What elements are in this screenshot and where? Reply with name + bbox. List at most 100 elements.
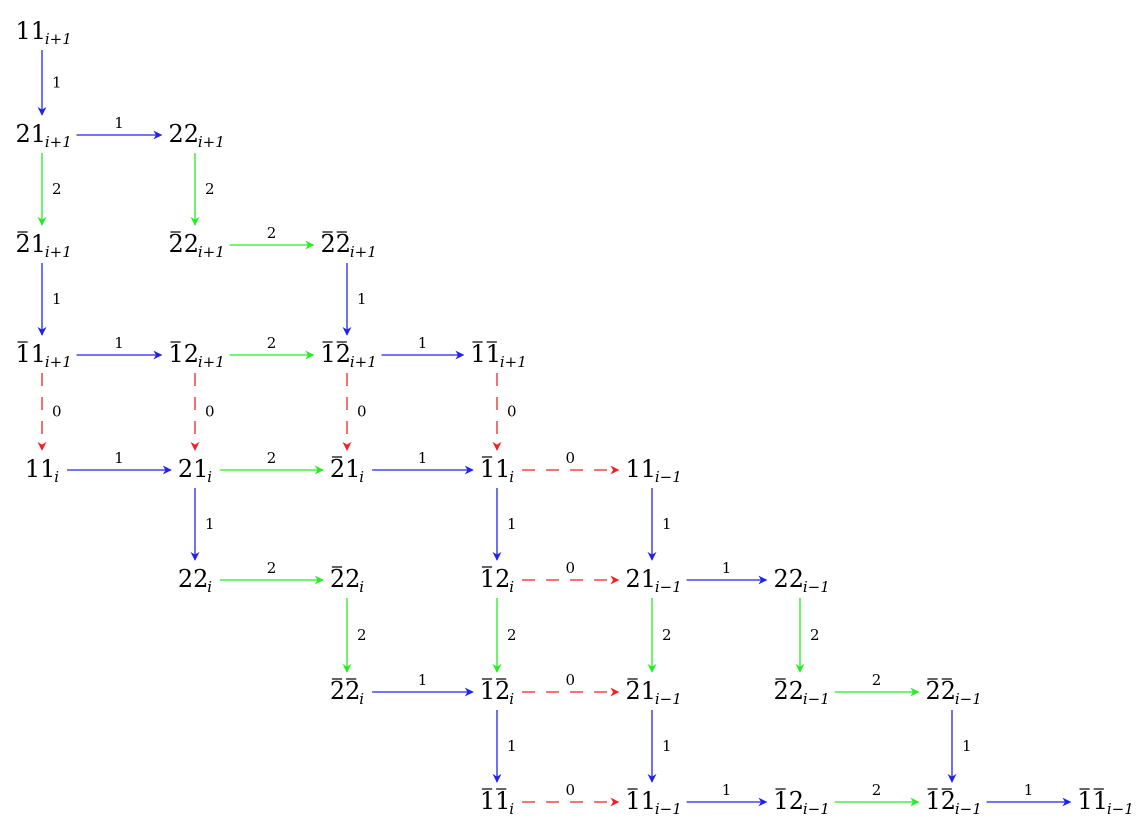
edge-b21-im1-to-b11-im1: 1 <box>647 710 672 783</box>
node-subscript: i−1 <box>803 690 830 708</box>
node-label: 11 <box>480 787 511 815</box>
node-bb22-i: 22i <box>330 677 364 708</box>
edge-label: 0 <box>566 781 576 799</box>
node-subscript: i−1 <box>655 468 682 486</box>
edge-b22-im1-to-bb22-im1: 2 <box>834 671 920 697</box>
node-b22-im1: 22i−1 <box>773 677 829 708</box>
edge-21-im1-to-22-im1: 1 <box>686 559 768 585</box>
edge-bb12-i-to-bb11-i: 1 <box>492 710 517 783</box>
node-subscript: i+1 <box>45 243 72 261</box>
node-label: 12 <box>320 340 351 368</box>
edge-label: 1 <box>418 334 428 352</box>
node-bb22-im1: 22i−1 <box>925 677 981 708</box>
node-label: 11 <box>470 340 501 368</box>
edge-bb12-i-to-b21-im1: 0 <box>522 671 620 697</box>
node-b12-i: 12i <box>480 565 514 596</box>
edge-label: 0 <box>566 559 576 577</box>
node-label: 21 <box>178 455 209 483</box>
edge-label: 1 <box>507 737 517 755</box>
edge-label: 2 <box>810 626 820 644</box>
node-subscript: i <box>359 578 364 596</box>
node-label: 11 <box>15 17 46 45</box>
node-11-ip1: 11i+1 <box>15 17 71 48</box>
edge-21-i-to-b21-i: 2 <box>220 449 324 475</box>
edge-b22-ip1-to-bb22-ip1: 2 <box>229 224 315 250</box>
node-label: 21 <box>15 230 46 258</box>
node-bb12-ip1: 12i+1 <box>320 340 376 371</box>
node-b21-i: 21i <box>330 455 364 486</box>
node-label: 12 <box>480 565 511 593</box>
edge-b12-ip1-to-21-i: 0 <box>190 373 215 451</box>
edge-b12-im1-to-bb12-im1: 2 <box>834 781 920 807</box>
node-label: 22 <box>320 230 351 258</box>
edge-label: 2 <box>507 626 517 644</box>
node-subscript: i <box>509 468 514 486</box>
node-subscript: i−1 <box>803 578 830 596</box>
node-label: 22 <box>168 230 199 258</box>
edge-22-ip1-to-b22-ip1: 2 <box>190 153 215 226</box>
edge-label: 2 <box>267 334 277 352</box>
node-subscript: i <box>207 468 212 486</box>
edge-b12-ip1-to-bb12-ip1: 2 <box>229 334 315 360</box>
node-subscript: i+1 <box>350 353 377 371</box>
node-b12-ip1: 12i+1 <box>168 340 224 371</box>
node-subscript: i <box>359 690 364 708</box>
edge-b11-i-to-11-im1: 0 <box>522 449 620 475</box>
node-21-ip1: 21i+1 <box>15 120 71 151</box>
node-b21-ip1: 21i+1 <box>15 230 71 261</box>
edge-b12-i-to-bb12-i: 2 <box>492 598 517 673</box>
edge-label: 1 <box>662 515 672 533</box>
node-label: 22 <box>178 565 209 593</box>
edge-11-i-to-21-i: 1 <box>67 449 172 475</box>
node-22-im1: 22i−1 <box>773 565 829 596</box>
node-label: 11 <box>625 787 656 815</box>
node-bb11-i: 11i <box>480 787 514 818</box>
edge-label: 0 <box>52 403 62 421</box>
edge-label: 1 <box>418 449 428 467</box>
edge-b11-i-to-b12-i: 1 <box>492 488 517 561</box>
node-b11-i: 11i <box>480 455 514 486</box>
node-label: 12 <box>168 340 199 368</box>
edge-label: 0 <box>566 449 576 467</box>
edge-bb12-im1-to-bb11-im1: 1 <box>986 781 1072 807</box>
node-21-im1: 21i−1 <box>625 565 681 596</box>
edge-label: 1 <box>1024 781 1034 799</box>
node-label: 22 <box>330 677 361 705</box>
edge-label: 2 <box>267 224 277 242</box>
edge-label: 0 <box>507 403 517 421</box>
node-subscript: i+1 <box>45 133 72 151</box>
edge-b11-ip1-to-11-i: 0 <box>37 373 62 451</box>
node-subscript: i <box>359 468 364 486</box>
edge-label: 1 <box>418 671 428 689</box>
edge-bb22-i-to-bb12-i: 1 <box>372 671 474 697</box>
edge-label: 1 <box>114 114 124 132</box>
node-bb22-ip1: 22i+1 <box>320 230 376 261</box>
edge-b21-i-to-b11-i: 1 <box>372 449 474 475</box>
node-label: 22 <box>925 677 956 705</box>
node-label: 22 <box>773 677 804 705</box>
edge-11-im1-to-21-im1: 1 <box>647 488 672 561</box>
edge-label: 1 <box>205 515 215 533</box>
node-bb11-im1: 11i−1 <box>1077 787 1133 818</box>
edge-21-im1-to-b21-im1: 2 <box>647 598 672 673</box>
edge-bb22-im1-to-bb12-im1: 1 <box>947 710 972 783</box>
edge-bb22-ip1-to-bb12-ip1: 1 <box>342 263 367 336</box>
node-subscript: i−1 <box>803 800 830 818</box>
edge-label: 1 <box>357 290 367 308</box>
node-b11-ip1: 11i+1 <box>15 340 71 371</box>
node-label: 21 <box>15 120 46 148</box>
node-subscript: i−1 <box>655 578 682 596</box>
edge-b22-i-to-bb22-i: 2 <box>342 598 367 673</box>
edge-label: 1 <box>722 781 732 799</box>
node-subscript: i+1 <box>45 30 72 48</box>
node-label: 22 <box>773 565 804 593</box>
node-b11-im1: 11i−1 <box>625 787 681 818</box>
edge-b11-ip1-to-b12-ip1: 1 <box>76 334 163 360</box>
edge-bb11-i-to-b11-im1: 0 <box>522 781 620 807</box>
node-label: 21 <box>330 455 361 483</box>
edge-b11-im1-to-b12-im1: 1 <box>686 781 768 807</box>
node-bb11-ip1: 11i+1 <box>470 340 526 371</box>
edge-11-ip1-to-21-ip1: 1 <box>37 50 62 116</box>
